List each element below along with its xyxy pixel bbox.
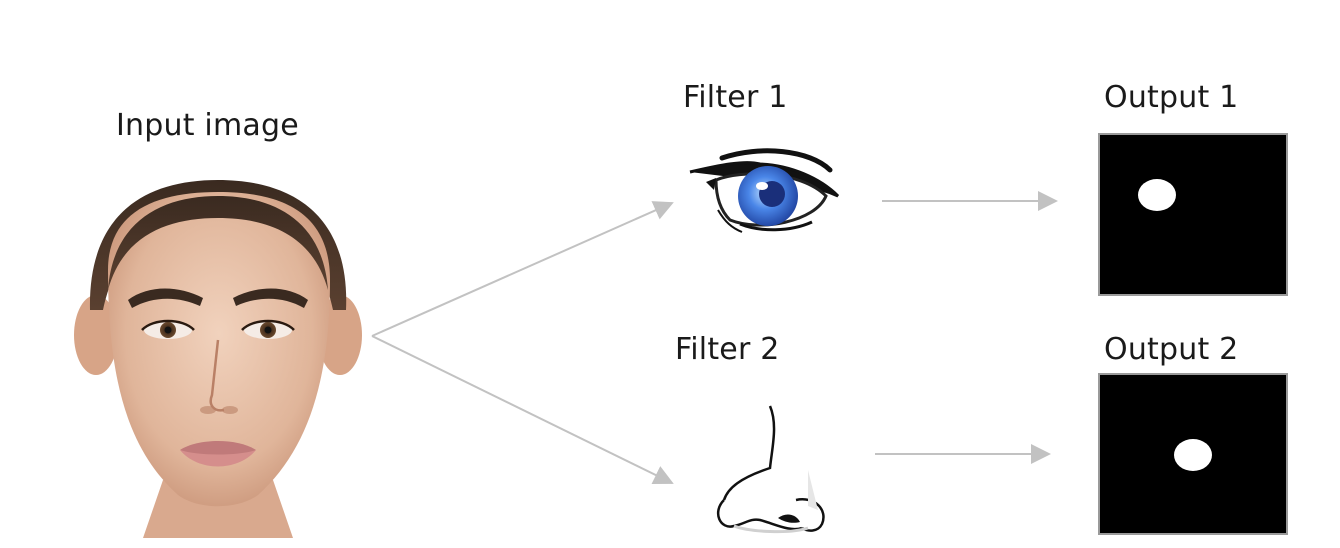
activation-blob bbox=[1138, 179, 1176, 211]
activation-blob bbox=[1174, 439, 1212, 471]
input-face-image bbox=[68, 180, 368, 538]
arrow-input-to-filter1 bbox=[371, 201, 674, 337]
output-2-label: Output 2 bbox=[1104, 332, 1239, 367]
filter-1-label: Filter 1 bbox=[683, 80, 788, 115]
filter-2-label: Filter 2 bbox=[675, 332, 780, 367]
input-image-label: Input image bbox=[116, 108, 299, 143]
output-2-feature-map bbox=[1098, 373, 1288, 535]
output-1-feature-map bbox=[1098, 133, 1288, 296]
nose-icon bbox=[716, 405, 825, 534]
output-1-label: Output 1 bbox=[1104, 80, 1239, 115]
eye-icon bbox=[689, 148, 840, 233]
arrow-input-to-filter2 bbox=[371, 335, 674, 485]
